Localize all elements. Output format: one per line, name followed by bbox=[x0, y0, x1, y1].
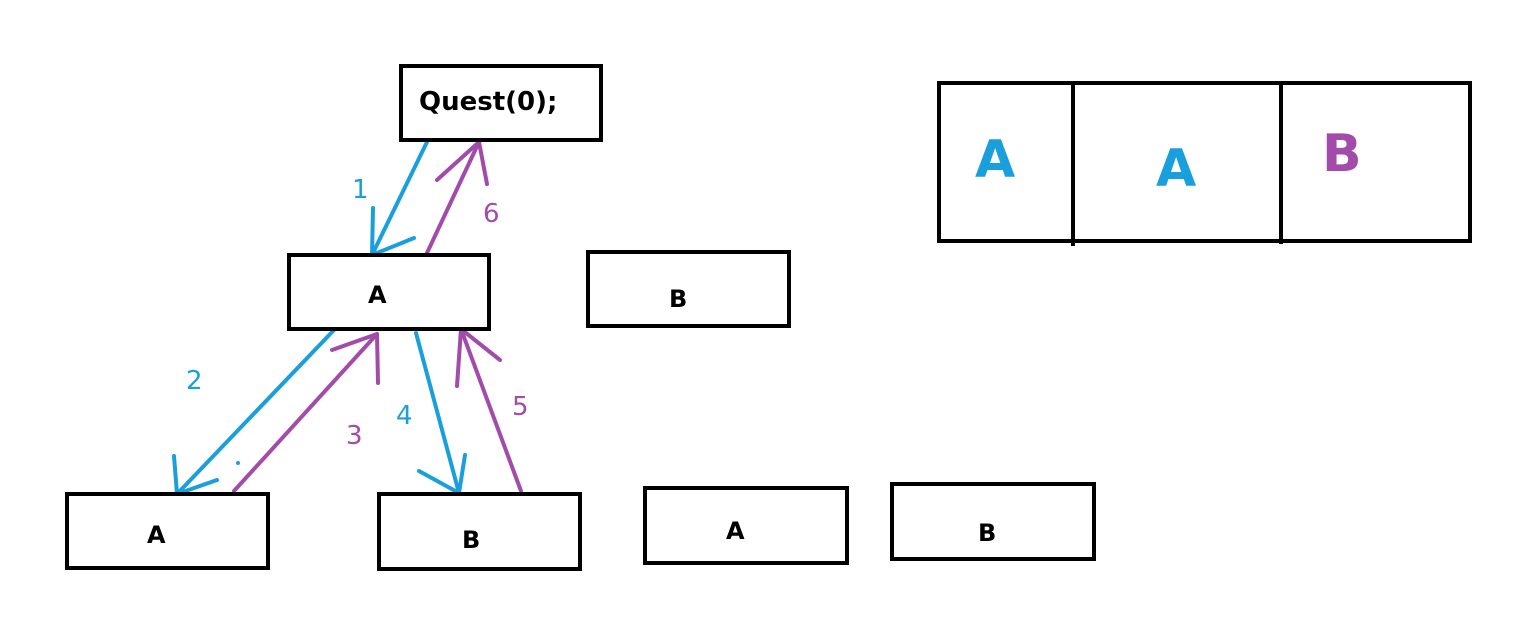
arrow-step-6 bbox=[425, 140, 489, 255]
result-array bbox=[937, 81, 1472, 246]
level1-node-b-label: B bbox=[669, 285, 688, 313]
step-label-2: 2 bbox=[186, 366, 203, 396]
level2-node-b1: B bbox=[377, 492, 582, 571]
level2-node-b2-label: B bbox=[978, 519, 997, 547]
step-label-5: 5 bbox=[512, 392, 529, 422]
level2-node-a2-label: A bbox=[726, 517, 745, 545]
level1-node-b: B bbox=[586, 250, 791, 328]
step-label-4: 4 bbox=[396, 401, 413, 431]
step-label-6: 6 bbox=[483, 199, 500, 229]
arrow-step-3 bbox=[232, 332, 380, 493]
level1-node-a: A bbox=[287, 253, 491, 331]
root-node-label: Quest(0); bbox=[419, 87, 558, 117]
step-label-1: 1 bbox=[352, 175, 369, 205]
root-node: Quest(0); bbox=[399, 64, 603, 142]
level1-node-a-label: A bbox=[368, 281, 387, 309]
level2-node-a2: A bbox=[643, 486, 849, 565]
result-cell-3: B bbox=[1322, 124, 1362, 184]
result-cell-1: A bbox=[975, 130, 1016, 190]
stray-dot bbox=[236, 461, 240, 465]
level2-node-b1-label: B bbox=[462, 526, 481, 554]
result-cell-2: A bbox=[1156, 139, 1197, 199]
arrow-step-1 bbox=[370, 140, 429, 257]
step-label-3: 3 bbox=[346, 421, 363, 451]
level2-node-a1: A bbox=[65, 492, 270, 570]
level2-node-a1-label: A bbox=[147, 521, 166, 549]
level2-node-b2: B bbox=[890, 482, 1096, 561]
